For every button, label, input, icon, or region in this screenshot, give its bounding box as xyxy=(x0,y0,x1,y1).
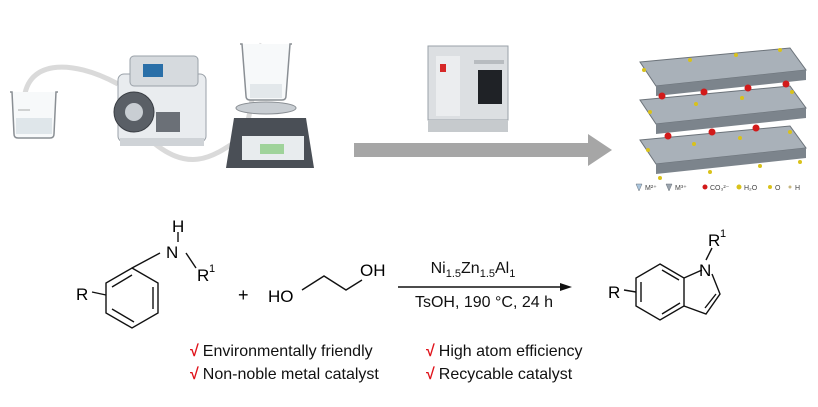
ldh-structure-icon xyxy=(639,47,807,180)
amine-h: H xyxy=(172,217,184,236)
check-icon: √ xyxy=(426,366,435,383)
product-r1: R xyxy=(708,231,720,250)
ethylene-glycol-structure xyxy=(301,275,363,291)
check-icon: √ xyxy=(190,366,199,383)
h2o-legend-icon xyxy=(736,184,742,190)
left-beaker-icon xyxy=(10,91,58,139)
catalyst-al-sub: 1 xyxy=(509,268,516,281)
check-icon: √ xyxy=(190,343,199,360)
feature-label: Non-noble metal catalyst xyxy=(202,366,379,383)
legend-co3: CO₃²⁻ xyxy=(710,185,730,192)
co3-legend-icon xyxy=(702,184,708,190)
feature-label: Recycable catalyst xyxy=(438,366,573,383)
catalyst-al: Al xyxy=(495,260,510,277)
legend-m2: M²⁺ xyxy=(645,185,657,192)
diol-ho: HO xyxy=(268,287,294,306)
tubing xyxy=(21,64,120,105)
legend-o: O xyxy=(775,185,781,192)
reaction-scheme: N H R 1 R + HO OH N R 1 R xyxy=(76,217,726,329)
drying-oven-icon xyxy=(427,45,509,132)
product-r1-sup: 1 xyxy=(720,228,726,240)
balance-with-beaker-icon xyxy=(226,43,314,168)
structure-legend: M²⁺ M³⁺ CO₃²⁻ H₂O O H xyxy=(635,183,800,192)
catalyst-ni-sub: 1.5 xyxy=(445,268,462,281)
amine-r1-sup: 1 xyxy=(209,263,215,275)
amine-r1: R xyxy=(197,266,209,285)
plus-sign: + xyxy=(238,285,249,305)
feature-non-noble-metal: √Non-noble metal catalyst xyxy=(190,366,379,384)
catalyst-ni: Ni xyxy=(430,260,446,277)
feature-high-atom-efficiency: √High atom efficiency xyxy=(426,343,583,361)
feature-label: Environmentally friendly xyxy=(202,343,373,360)
peristaltic-pump-icon xyxy=(113,55,207,146)
feature-environmentally-friendly: √Environmentally friendly xyxy=(190,343,373,361)
catalyst-formula: Ni1.5Zn1.5Al1 xyxy=(398,260,548,280)
h-legend-icon xyxy=(788,185,792,189)
legend-h2o: H₂O xyxy=(744,185,758,192)
process-illustration: M²⁺ M³⁺ CO₃²⁻ H₂O O H xyxy=(10,42,807,192)
catalyst-zn-sub: 1.5 xyxy=(479,268,495,281)
product-r: R xyxy=(608,283,620,302)
m3-legend-icon xyxy=(665,183,673,192)
legend-h: H xyxy=(795,185,800,192)
m2-legend-icon xyxy=(635,183,643,192)
indole-structure xyxy=(623,247,721,321)
process-arrow-icon xyxy=(354,134,612,166)
product-n: N xyxy=(699,261,711,280)
amine-n: N xyxy=(166,243,178,262)
reactant-r: R xyxy=(76,285,88,304)
feature-recycable-catalyst: √Recycable catalyst xyxy=(426,366,572,384)
legend-m3: M³⁺ xyxy=(675,185,687,192)
check-icon: √ xyxy=(426,343,435,360)
aniline-structure xyxy=(91,232,197,329)
reaction-arrow-icon xyxy=(398,283,572,291)
reaction-conditions: TsOH, 190 °C, 24 h xyxy=(414,294,553,311)
feature-label: High atom efficiency xyxy=(438,343,583,360)
o-legend-icon xyxy=(768,185,772,189)
catalyst-zn: Zn xyxy=(461,260,480,277)
diol-oh: OH xyxy=(360,261,386,280)
